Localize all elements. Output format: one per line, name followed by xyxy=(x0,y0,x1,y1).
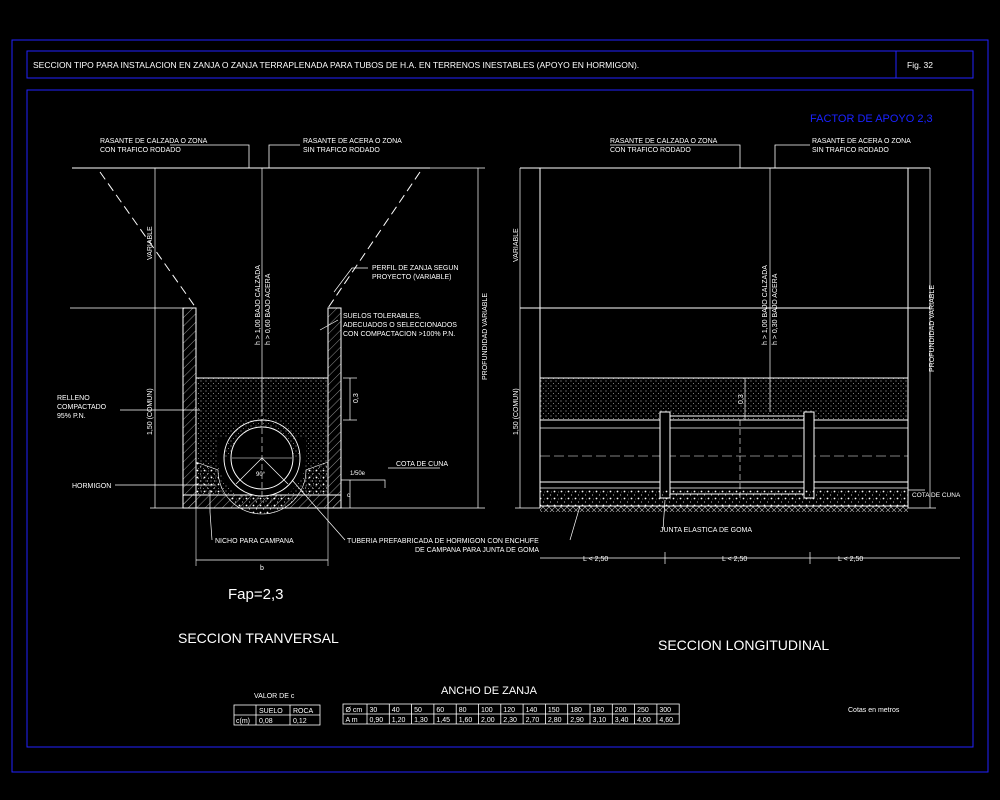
ancho-diameter-cell: 30 xyxy=(370,707,378,714)
long-profundidad-label: PROFUNDIDAD VARIABLE xyxy=(929,285,936,372)
profundidad-label: PROFUNDIDAD VARIABLE xyxy=(482,293,489,380)
ancho-diameter-cell: 80 xyxy=(459,707,467,714)
ancho-width-cell: A m xyxy=(346,717,358,724)
junta-label: JUNTA ELASTICA DE GOMA xyxy=(660,527,752,534)
ancho-width-cell: 3,10 xyxy=(593,717,607,724)
long-h-acera-label: h > 0,30 BAJO ACERA xyxy=(772,273,779,345)
angle-label: 90° xyxy=(256,472,266,478)
ancho-diameter-cell: 40 xyxy=(392,707,400,714)
valor-head-roca: ROCA xyxy=(293,708,314,715)
perfil-label-2: PROYECTO (VARIABLE) xyxy=(372,274,451,281)
cotas-note: Cotas en metros xyxy=(848,707,900,714)
long-rasante-calzada-label: RASANTE DE CALZADA O ZONA xyxy=(610,138,718,145)
ancho-diameter-cell: 100 xyxy=(481,707,493,714)
suelos-label: SUELOS TOLERABLES, xyxy=(343,313,421,320)
suelos-label-2: ADECUADOS O SELECCIONADOS xyxy=(343,322,457,329)
ancho-width-cell: 1,45 xyxy=(436,717,450,724)
factor-label: FACTOR DE APOYO 2,3 xyxy=(810,113,933,125)
suelos-label-3: CON COMPACTACION >100% P.N. xyxy=(343,331,455,338)
fap-label: Fap=2,3 xyxy=(228,586,283,603)
longitudinal-section xyxy=(515,144,960,564)
ancho-diameter-cell: 180 xyxy=(593,707,605,714)
long-rasante-acera-label-2: SIN TRAFICO RODADO xyxy=(812,147,889,154)
b-label: b xyxy=(260,565,264,572)
relleno-label-3: 95% P.N. xyxy=(57,413,86,420)
ancho-zanja-table: ANCHO DE ZANJA Ø cm A m 30 0,90 40 1,20 50 1,30… xyxy=(342,685,680,725)
l-dim-1: L < 2,50 xyxy=(583,556,608,563)
dim-03-label: 0,3 xyxy=(353,393,360,403)
ancho-diameter-cell: 50 xyxy=(414,707,422,714)
outer-frame xyxy=(11,39,989,773)
long-comun-label: 1,50 (COMUN) xyxy=(513,388,520,435)
ancho-width-cell: 2,70 xyxy=(526,717,540,724)
long-variable-label: VARIABLE xyxy=(513,228,520,262)
valor-roca: 0,12 xyxy=(293,718,307,725)
variable-label: VARIABLE xyxy=(147,226,154,260)
ancho-width-cell: 1,60 xyxy=(459,717,473,724)
ancho-diameter-cell: Ø cm xyxy=(346,707,363,714)
slope-label: 1/50e xyxy=(350,471,366,477)
ancho-diameter-cell: 200 xyxy=(615,707,627,714)
longitudinal-labels: RASANTE DE CALZADA O ZONA CON TRAFICO RO… xyxy=(513,138,961,653)
ancho-diameter-cell: 250 xyxy=(637,707,649,714)
valor-head-suelo: SUELO xyxy=(259,708,283,715)
ancho-width-cell: 2,80 xyxy=(548,717,562,724)
relleno-label-2: COMPACTADO xyxy=(57,404,107,411)
transversal-title: SECCION TRANVERSAL xyxy=(178,630,339,646)
l-dim-2: L < 2,50 xyxy=(722,556,747,563)
ancho-diameter-cell: 300 xyxy=(659,707,671,714)
relleno-label: RELLENO xyxy=(57,395,90,402)
comun-label: 1,50 (COMUN) xyxy=(147,388,154,435)
valor-table-title: VALOR DE c xyxy=(254,693,295,700)
drawing-frame xyxy=(26,89,974,748)
tuberia-label-2: DE CAMPANA PARA JUNTA DE GOMA xyxy=(415,547,539,554)
longitudinal-title: SECCION LONGITUDINAL xyxy=(658,637,829,653)
ancho-width-cell: 4,00 xyxy=(637,717,651,724)
drawing-title: SECCION TIPO PARA INSTALACION EN ZANJA O… xyxy=(33,60,639,70)
ancho-width-cell: 1,20 xyxy=(392,717,406,724)
long-cota-cuna-label: COTA DE CUNA xyxy=(912,492,961,499)
valor-c-table: VALOR DE c SUELO ROCA c(m) 0,08 0,12 xyxy=(233,693,321,726)
ancho-width-cell: 3,40 xyxy=(615,717,629,724)
transversal-labels: RASANTE DE CALZADA O ZONA CON TRAFICO RO… xyxy=(57,138,539,646)
hormigon-label: HORMIGON xyxy=(72,483,111,490)
ancho-width-cell: 4,60 xyxy=(659,717,673,724)
h-calzada-label: h > 1,00 BAJO CALZADA xyxy=(255,265,262,345)
rasante-acera-label: RASANTE DE ACERA O ZONA xyxy=(303,138,402,145)
valor-row-label: c(m) xyxy=(236,718,250,725)
title-block xyxy=(26,50,974,79)
ancho-width-cell: 2,30 xyxy=(503,717,517,724)
tuberia-label: TUBERIA PREFABRICADA DE HORMIGON CON ENC… xyxy=(347,538,539,545)
long-h-calzada-label: h > 1,00 BAJO CALZADA xyxy=(762,265,769,345)
l-dim-3: L < 2,50 xyxy=(838,556,863,563)
ancho-diameter-cell: 120 xyxy=(503,707,515,714)
h-acera-label: h > 0,60 BAJO ACERA xyxy=(265,273,272,345)
nicho-label: NICHO PARA CAMPANA xyxy=(215,538,294,545)
long-rasante-calzada-label-2: CON TRAFICO RODADO xyxy=(610,147,691,154)
ancho-width-cell: 2,00 xyxy=(481,717,495,724)
rasante-calzada-label: RASANTE DE CALZADA O ZONA xyxy=(100,138,208,145)
ancho-table-title: ANCHO DE ZANJA xyxy=(441,685,538,697)
ancho-diameter-cell: 140 xyxy=(526,707,538,714)
perfil-label: PERFIL DE ZANJA SEGUN xyxy=(372,265,458,272)
ancho-diameter-cell: 180 xyxy=(570,707,582,714)
transversal-section xyxy=(70,144,485,566)
ancho-width-cell: 0,90 xyxy=(370,717,384,724)
valor-suelo: 0,08 xyxy=(259,718,273,725)
ancho-width-cell: 2,90 xyxy=(570,717,584,724)
rasante-calzada-label-2: CON TRAFICO RODADO xyxy=(100,147,181,154)
c-label: c xyxy=(347,493,350,499)
rasante-acera-label-2: SIN TRAFICO RODADO xyxy=(303,147,380,154)
ancho-diameter-cell: 150 xyxy=(548,707,560,714)
figure-number: Fig. 32 xyxy=(907,60,933,70)
long-rasante-acera-label: RASANTE DE ACERA O ZONA xyxy=(812,138,911,145)
ancho-diameter-cell: 60 xyxy=(436,707,444,714)
cota-cuna-label: COTA DE CUNA xyxy=(396,461,448,468)
long-dim-03-label: 0,3 xyxy=(738,394,745,404)
ancho-width-cell: 1,30 xyxy=(414,717,428,724)
